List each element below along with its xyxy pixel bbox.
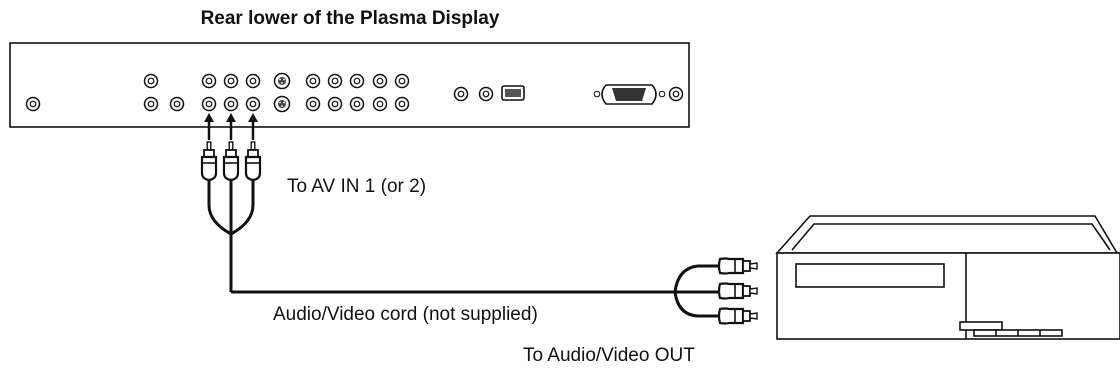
av-in-label: To AV IN 1 (or 2) <box>287 176 427 197</box>
vcr-device-icon <box>775 215 1120 340</box>
rca-plugs-display-side <box>200 140 262 182</box>
panel-jack-right <box>668 86 684 102</box>
audio-video-cable <box>207 180 720 318</box>
diagram-title: Rear lower of the Plasma Display <box>200 8 500 29</box>
rca-plugs-vcr-side <box>717 257 759 325</box>
cord-label: Audio/Video cord (not supplied) <box>273 304 538 325</box>
plasma-display-rear-panel <box>9 42 690 128</box>
hdmi-port-icon <box>501 85 525 101</box>
connection-arrows <box>204 113 258 140</box>
vga-port-icon <box>593 84 666 105</box>
av-out-label: To Audio/Video OUT <box>523 345 695 366</box>
